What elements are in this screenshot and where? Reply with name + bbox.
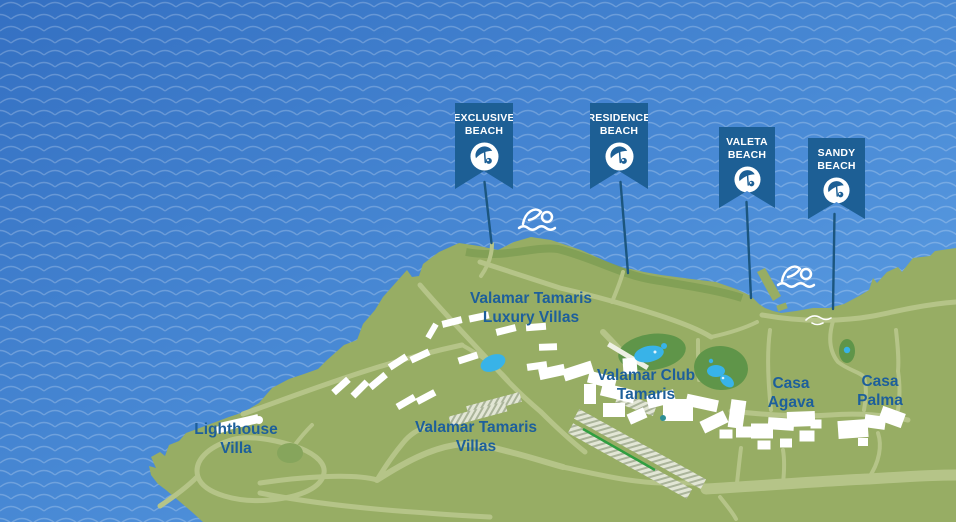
flag-label: SANDY BEACH bbox=[817, 147, 856, 172]
buildings bbox=[215, 311, 906, 450]
flag-banner: SANDY BEACH bbox=[808, 138, 865, 219]
flag-label: RESIDENCE BEACH bbox=[587, 112, 651, 137]
area-label-casa-agava: Casa Agava bbox=[767, 375, 815, 411]
pools bbox=[480, 343, 851, 421]
area-label-lighthouse-villa: Lighthouse Villa bbox=[194, 421, 278, 457]
flag-banner: RESIDENCE BEACH bbox=[590, 103, 648, 189]
beach-umbrella-icon bbox=[823, 177, 850, 204]
land bbox=[149, 237, 956, 522]
pier bbox=[757, 268, 788, 312]
beach-flag-valeta[interactable]: VALETA BEACH bbox=[719, 127, 775, 208]
beach-umbrella-icon bbox=[604, 142, 634, 171]
area-label-valamar-tamaris-villas: Valamar Tamaris Villas bbox=[414, 419, 538, 455]
area-label-casa-palma: Casa Palma bbox=[857, 373, 903, 409]
flag-banner: EXCLUSIVE BEACH bbox=[455, 103, 513, 189]
flag-poles bbox=[483, 180, 836, 311]
parking-green-line bbox=[582, 427, 656, 472]
beach-umbrella-icon bbox=[733, 166, 761, 193]
beach-flag-exclusive[interactable]: EXCLUSIVE BEACH bbox=[455, 103, 513, 189]
beach-umbrella-icon bbox=[469, 142, 499, 171]
flag-label: VALETA BEACH bbox=[726, 136, 768, 161]
flag-banner: VALETA BEACH bbox=[719, 127, 775, 208]
wave-marker-icon bbox=[805, 315, 832, 326]
beach-flag-residence[interactable]: RESIDENCE BEACH bbox=[590, 103, 648, 189]
flag-label: EXCLUSIVE BEACH bbox=[453, 112, 515, 137]
area-label-valamar-tamaris-luxury-villas: Valamar Tamaris Luxury Villas bbox=[469, 290, 593, 326]
shore-vegetation bbox=[465, 244, 744, 302]
area-label-valamar-club-tamaris: Valamar Club Tamaris bbox=[596, 367, 696, 403]
white-path bbox=[606, 342, 650, 370]
beach-flag-sandy[interactable]: SANDY BEACH bbox=[808, 138, 865, 219]
